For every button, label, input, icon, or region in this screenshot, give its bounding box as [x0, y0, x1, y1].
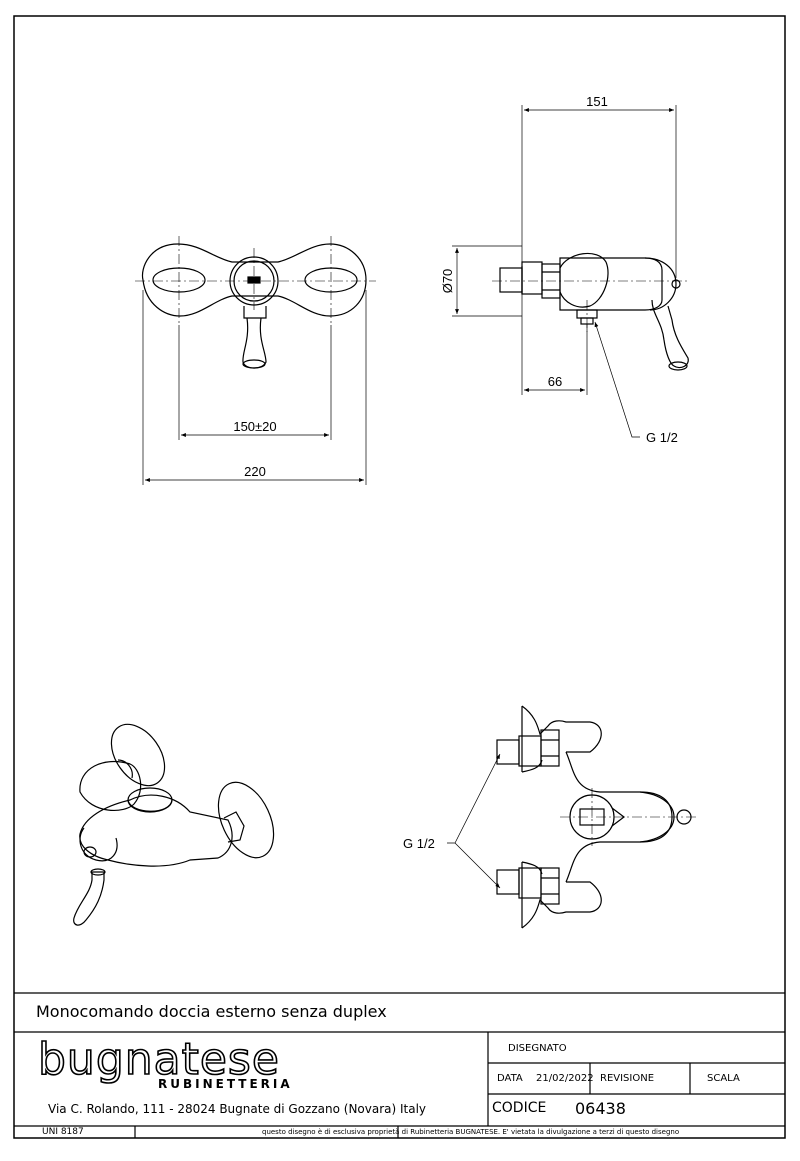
- side-view: [499, 252, 689, 371]
- uni-standard: UNI 8187: [42, 1127, 84, 1137]
- dim-overall-width: 220: [244, 464, 266, 479]
- title-block-grid: [14, 992, 785, 1138]
- brand-logo: bugnatese: [37, 1034, 280, 1085]
- dim-outlet-offset: 66: [548, 374, 562, 389]
- thread-label-top: G 1/2: [403, 836, 435, 851]
- drawing-frame: [13, 15, 786, 1139]
- top-view: [496, 705, 692, 929]
- top-view-leaders: [447, 753, 501, 889]
- top-view-centerlines: [560, 788, 696, 846]
- data-value: 21/02/2022: [536, 1073, 594, 1084]
- drawing-title: Monocomando doccia esterno senza duplex: [36, 1002, 387, 1021]
- front-view-dimensions: [142, 290, 367, 485]
- dim-diameter: Ø70: [440, 269, 455, 294]
- disegnato-label: DISEGNATO: [508, 1043, 567, 1054]
- front-view-centerlines: [135, 236, 376, 325]
- revisione-label: REVISIONE: [600, 1073, 655, 1084]
- company-address: Via C. Rolando, 111 - 28024 Bugnate di G…: [48, 1102, 427, 1116]
- scala-label: SCALA: [707, 1073, 740, 1084]
- codice-value: 06438: [575, 1099, 626, 1118]
- data-label: DATA: [497, 1073, 523, 1084]
- codice-label: CODICE: [492, 1100, 547, 1116]
- dim-center-distance: 150±20: [233, 419, 276, 434]
- thread-label-side: G 1/2: [646, 430, 678, 445]
- ownership-disclaimer: questo disegno è di esclusiva proprietà …: [262, 1128, 680, 1136]
- isometric-view: [73, 723, 275, 926]
- dim-depth: 151: [586, 94, 608, 109]
- brand-subtitle: RUBINETTERIA: [158, 1077, 293, 1091]
- side-view-dimensions: [452, 105, 677, 438]
